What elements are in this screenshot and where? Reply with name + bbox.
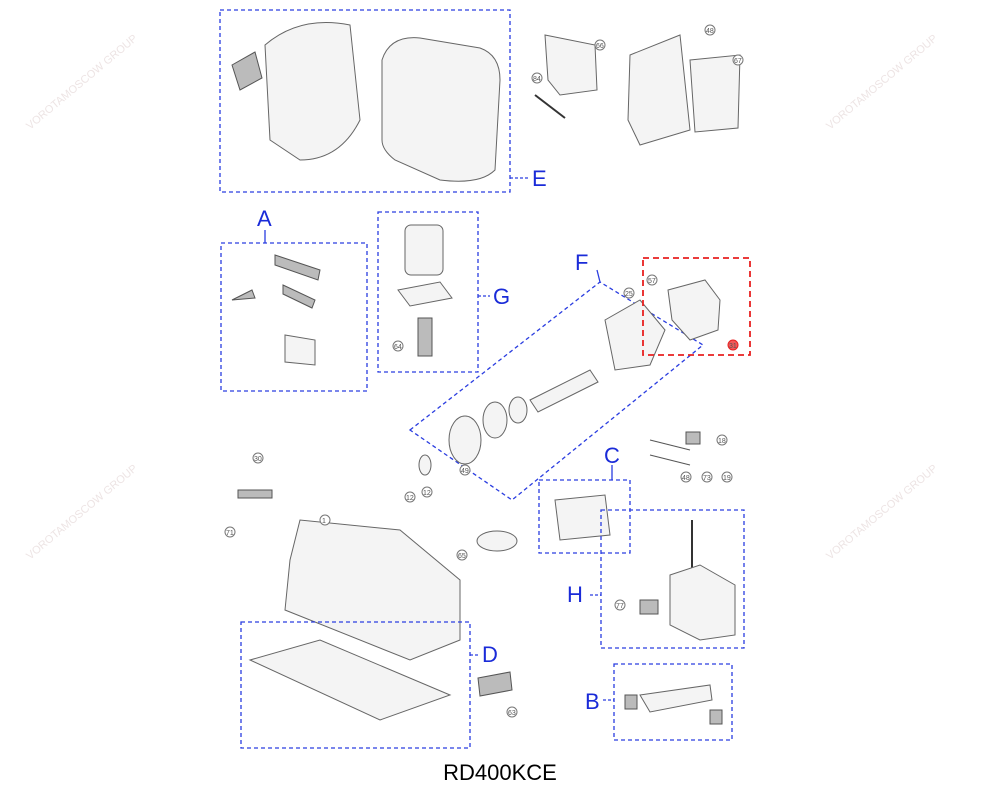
group-d[interactable]: D 63 (240, 621, 518, 749)
group-d-box (240, 621, 471, 749)
terminal-part (544, 34, 598, 96)
svg-text:18: 18 (718, 438, 726, 445)
group-h[interactable]: H 77 (567, 509, 745, 649)
watermark: VOROTAMOSCOW GROUP (24, 32, 140, 132)
group-a[interactable]: A (220, 206, 368, 392)
group-label-g: G (493, 284, 510, 309)
loose-parts: 30 71 12 12 65 (224, 452, 518, 561)
control-board-part (689, 54, 741, 133)
watermark: VOROTAMOSCOW GROUP (824, 32, 940, 132)
group-e-box (219, 9, 511, 193)
group-label-c: C (604, 443, 620, 468)
outer-cover-part (381, 37, 501, 182)
group-e[interactable]: E (219, 9, 547, 193)
group-label-d: D (482, 642, 498, 667)
svg-text:19: 19 (723, 475, 731, 482)
watermark: VOROTAMOSCOW GROUP (824, 462, 940, 562)
group-label-b: B (585, 689, 600, 714)
svg-text:65: 65 (458, 553, 466, 560)
control-board-parts: 66 84 48 67 (531, 24, 744, 146)
group-f[interactable]: F 49 25 (408, 250, 705, 501)
svg-text:66: 66 (596, 43, 604, 50)
model-title: RD400KCE (443, 760, 557, 785)
svg-text:12: 12 (406, 495, 414, 502)
group-g[interactable]: G 64 (377, 211, 510, 373)
svg-text:48: 48 (706, 28, 714, 35)
svg-text:25: 25 (625, 291, 633, 298)
handle-part (231, 51, 263, 91)
group-a-box (220, 242, 368, 392)
watermark: VOROTAMOSCOW GROUP (24, 462, 140, 562)
svg-text:48: 48 (682, 475, 690, 482)
group-c[interactable]: C (538, 443, 631, 554)
svg-text:77: 77 (616, 603, 624, 610)
group-label-a: A (257, 206, 272, 231)
group-g-box (377, 211, 479, 373)
svg-text:12: 12 (423, 490, 431, 497)
svg-text:71: 71 (226, 530, 234, 537)
group-h-box (600, 509, 745, 649)
board-housing-part (627, 34, 691, 146)
highlighted-cover-part[interactable]: 57 31 (642, 257, 751, 356)
group-label-e: E (532, 166, 547, 191)
svg-text:84: 84 (533, 76, 541, 83)
group-label-h: H (567, 582, 583, 607)
group-b-box (613, 663, 733, 741)
group-b[interactable]: B (585, 663, 733, 741)
base-housing: 1 (284, 514, 461, 661)
svg-text:31: 31 (729, 343, 737, 350)
svg-text:63: 63 (508, 710, 516, 717)
group-label-f: F (575, 250, 588, 275)
switch-parts: 18 48 73 19 (649, 431, 733, 483)
svg-text:49: 49 (461, 468, 469, 475)
motor-cover-part (264, 22, 361, 161)
svg-text:30: 30 (254, 456, 262, 463)
svg-text:1: 1 (322, 518, 326, 525)
highlighted-callout[interactable] (727, 339, 739, 351)
highlight-box (642, 257, 751, 356)
svg-text:64: 64 (394, 344, 402, 351)
svg-text:67: 67 (734, 58, 742, 65)
svg-text:57: 57 (648, 278, 656, 285)
svg-text:73: 73 (703, 475, 711, 482)
group-c-box (538, 479, 631, 554)
